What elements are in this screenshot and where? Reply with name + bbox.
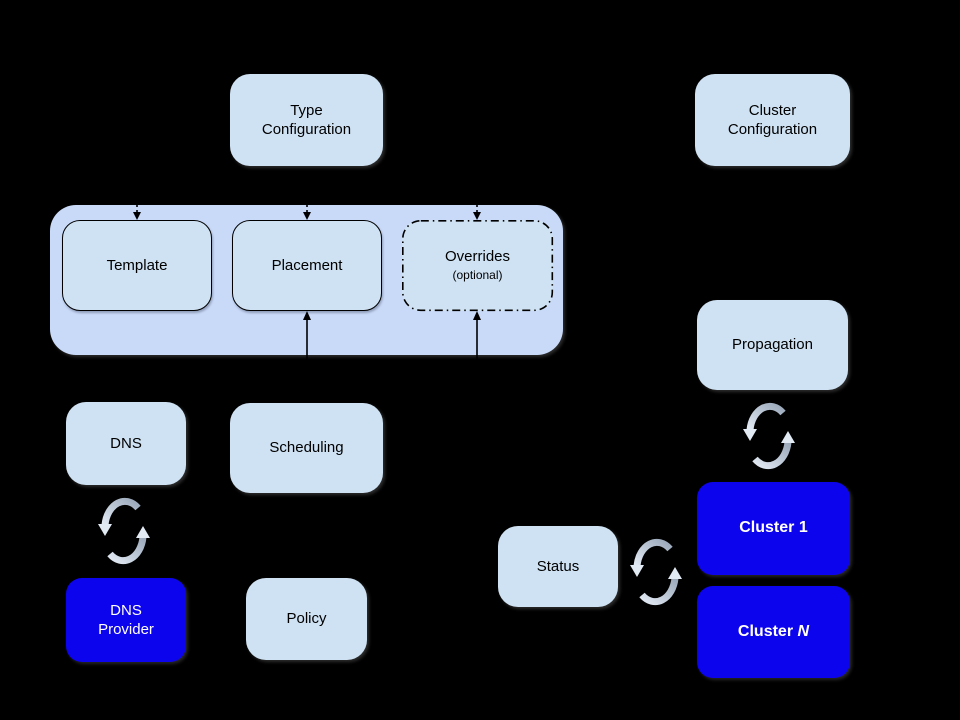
sync-icon-status — [630, 542, 682, 601]
node-overrides: Overrides(optional) — [402, 220, 553, 311]
node-dns-provider: DNS Provider — [66, 578, 186, 662]
node-label: Policy — [286, 610, 327, 628]
node-label: Scheduling — [269, 439, 344, 457]
node-cluster-1: Cluster 1 — [697, 482, 850, 575]
declaration-caption: Declaration of resources to be distribut… — [107, 533, 345, 548]
node-label: Status — [536, 557, 580, 575]
node-label: Cluster N — [737, 622, 810, 640]
node-status: Status — [498, 526, 618, 607]
node-label: Cluster Configuration — [727, 101, 818, 139]
sync-icon-dns — [98, 501, 150, 560]
node-cluster-configuration: Cluster Configuration — [695, 74, 850, 166]
node-label: Cluster 1 — [739, 519, 808, 537]
node-type-configuration: Type Configuration — [230, 74, 383, 166]
node-scheduling: Scheduling — [230, 403, 383, 493]
node-label: Placement — [271, 256, 343, 274]
node-policy: Policy — [246, 578, 367, 660]
node-propagation: Propagation — [697, 300, 848, 390]
node-template: Template — [62, 220, 212, 311]
node-label: Overrides(optional) — [444, 248, 511, 282]
node-label: Propagation — [732, 336, 813, 354]
node-sublabel: (optional) — [452, 267, 503, 282]
node-label: Template — [106, 256, 168, 274]
node-placement: Placement — [232, 220, 382, 311]
node-label: DNS — [110, 434, 142, 452]
node-label: DNS Provider — [98, 601, 154, 639]
sync-icon-propagation — [743, 406, 795, 465]
node-label: Type Configuration — [261, 101, 352, 139]
node-cluster-n: Cluster N — [697, 586, 850, 678]
node-dns: DNS — [66, 402, 186, 485]
